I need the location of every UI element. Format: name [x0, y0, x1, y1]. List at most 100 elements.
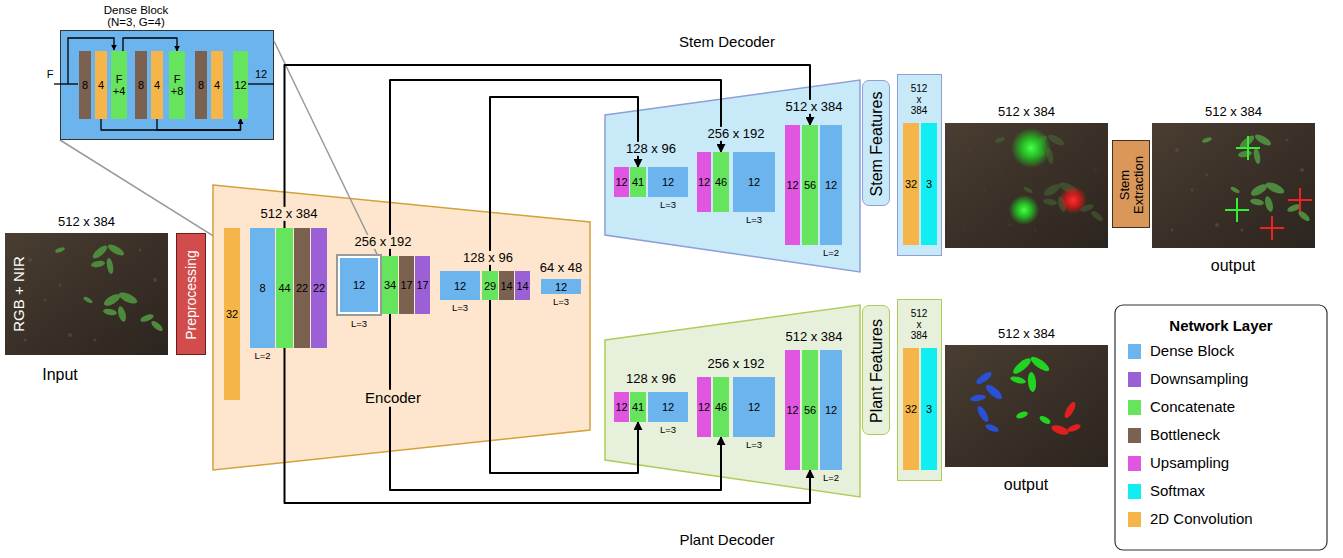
- layer-value: 32: [226, 308, 238, 320]
- layer-box: 56: [802, 350, 818, 470]
- layer-value: 12: [825, 179, 837, 191]
- layer-box: 12L=3: [648, 392, 688, 422]
- image-panel: 512 x 384output: [1152, 123, 1315, 248]
- resolution-label: 256 x 192: [351, 235, 414, 249]
- layer-box: 4: [151, 51, 163, 119]
- image-panel: 512 x 384output: [945, 345, 1108, 467]
- layer-value: 12: [234, 79, 246, 91]
- layer-box: 14: [499, 271, 514, 300]
- layer-box: 12: [697, 152, 711, 212]
- layer-value: 44: [278, 282, 290, 294]
- layer-box: 22: [311, 228, 327, 348]
- layer-value: 4: [214, 79, 220, 91]
- layer-box: 8L=2: [250, 228, 275, 348]
- node-label: Stem Extraction: [1118, 145, 1147, 225]
- resolution-label: 512 x 384: [782, 100, 845, 114]
- layer-value: 12: [786, 404, 798, 416]
- layer-value: 4: [98, 79, 104, 91]
- layer-value: 34: [384, 279, 396, 291]
- resolution-label: 128 x 96: [623, 372, 679, 386]
- layer-value: 8: [138, 79, 144, 91]
- layer-value: L=3: [553, 297, 569, 307]
- layer-value: 12: [748, 401, 760, 413]
- node-label: Encoder: [362, 390, 424, 407]
- layer-box: 4: [211, 51, 223, 119]
- layer-value: 12: [555, 280, 567, 292]
- layer-box: 44: [276, 228, 293, 348]
- layer-value: 56: [804, 404, 816, 416]
- layer-box: 17: [399, 256, 414, 314]
- layer-value: 22: [313, 282, 325, 294]
- node-label: 512 x 384: [998, 105, 1055, 119]
- layer-value: 12: [786, 179, 798, 191]
- legend-text: Softmax: [1150, 483, 1205, 500]
- dense-block-inset: Dense Block (N=3, G=4)84F +484F +88412: [60, 30, 274, 140]
- layer-box: 46: [713, 152, 729, 212]
- layer-value: 12: [615, 401, 627, 413]
- layer-box: 34: [382, 256, 398, 314]
- layer-box: 8: [135, 51, 147, 119]
- layer-box: 32: [903, 123, 919, 245]
- layer-value: 46: [715, 401, 727, 413]
- legend-title: Network Layer: [1169, 318, 1272, 335]
- layer-box: 41: [630, 167, 646, 197]
- layer-value: L=3: [746, 440, 762, 450]
- trapezoid-outline: [605, 80, 860, 272]
- legend-swatch: [1128, 428, 1141, 443]
- layer-box: F +4: [111, 51, 127, 119]
- layer-box: 12: [697, 377, 711, 437]
- layer-value: L=3: [660, 200, 676, 210]
- layer-box: 12: [785, 350, 800, 470]
- legend-swatch: [1128, 344, 1141, 359]
- layer-box: 8: [195, 51, 207, 119]
- legend-swatch: [1128, 372, 1141, 387]
- node-label: Dense Block (N=3, G=4): [90, 4, 182, 28]
- output-head-box: 512 x 384323: [897, 299, 942, 481]
- layer-box: 12L=3: [440, 271, 480, 300]
- layer-value: 14: [516, 279, 528, 291]
- preprocessing-box: Preprocessing: [176, 233, 206, 355]
- layer-value: 32: [905, 178, 917, 190]
- node-label: 512 x 384: [1205, 105, 1262, 119]
- layer-value: L=3: [746, 215, 762, 225]
- resolution-label: 512 x 384: [782, 330, 845, 344]
- layer-value: L=2: [823, 473, 839, 483]
- layer-box: 14: [515, 271, 530, 300]
- layer-box: 12L=3: [733, 152, 775, 212]
- legend-text: Upsampling: [1150, 455, 1229, 472]
- layer-value: 12: [353, 279, 365, 291]
- node-label: Input: [42, 366, 78, 384]
- layer-value: 41: [632, 401, 644, 413]
- layer-value: 32: [905, 403, 917, 415]
- layer-value: 17: [416, 279, 428, 291]
- layer-value: 12: [615, 176, 627, 188]
- layer-value: L=3: [452, 303, 468, 313]
- node-label: Plant Decoder: [679, 532, 774, 549]
- layer-value: L=3: [351, 319, 367, 329]
- resolution-label: 128 x 96: [460, 251, 516, 265]
- layer-value: 41: [632, 176, 644, 188]
- layer-box: 32: [224, 228, 240, 400]
- layer-value: 29: [484, 279, 496, 291]
- node-label: RGB + NIR: [11, 256, 28, 331]
- layer-box: F +8: [169, 51, 185, 119]
- layer-box: 22: [294, 228, 310, 348]
- layer-box: 56: [802, 125, 818, 245]
- channel-label: 12: [255, 68, 267, 80]
- layer-value: 56: [804, 179, 816, 191]
- resolution-label: 256 x 192: [704, 357, 767, 371]
- encoder-trapezoid: Encoder328L=244222212L=334171712L=329141…: [213, 185, 590, 470]
- node-label: 512 x 384: [998, 327, 1055, 341]
- legend-swatch: [1128, 400, 1141, 415]
- layer-box: 12L=3: [733, 377, 775, 437]
- layer-box: 12: [785, 125, 800, 245]
- legend-text: Bottleneck: [1150, 427, 1220, 444]
- resolution-label: 128 x 96: [623, 142, 679, 156]
- layer-value: 14: [500, 279, 512, 291]
- channel-label: F: [47, 68, 54, 80]
- trapezoid-outline: [213, 185, 590, 470]
- layer-value: 12: [454, 279, 466, 291]
- node-label: 512 x 384: [58, 215, 115, 229]
- layer-value: F +8: [169, 73, 185, 97]
